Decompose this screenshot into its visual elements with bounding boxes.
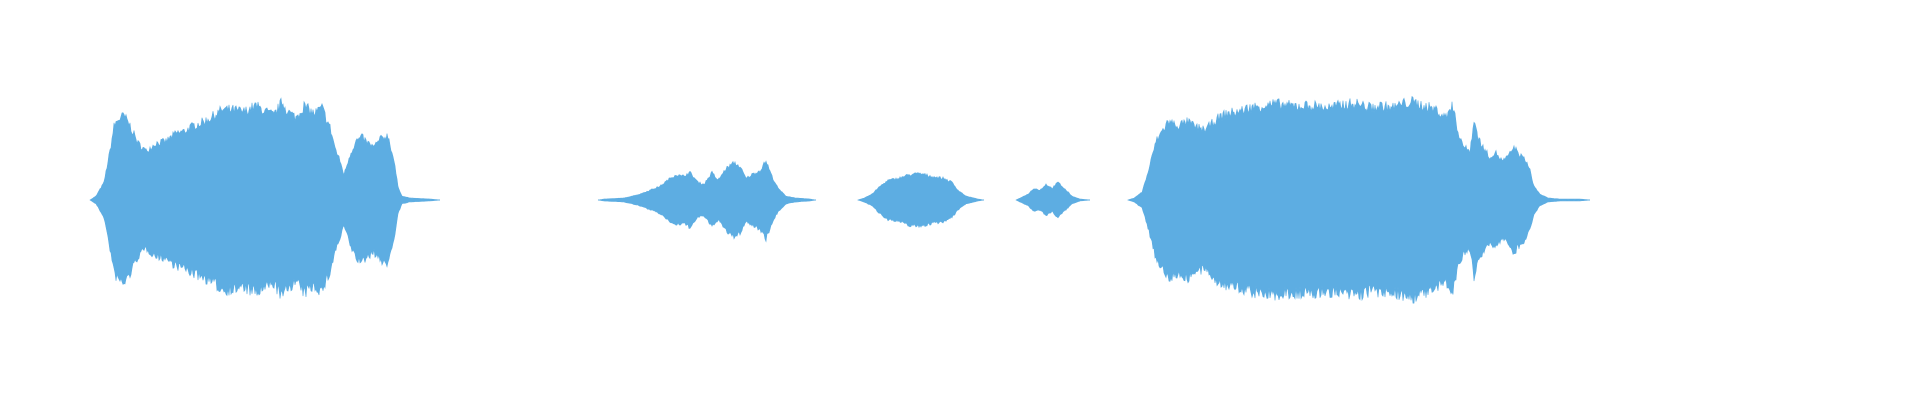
waveform-segment-1 bbox=[89, 97, 441, 299]
waveform-segment-2 bbox=[597, 160, 817, 243]
